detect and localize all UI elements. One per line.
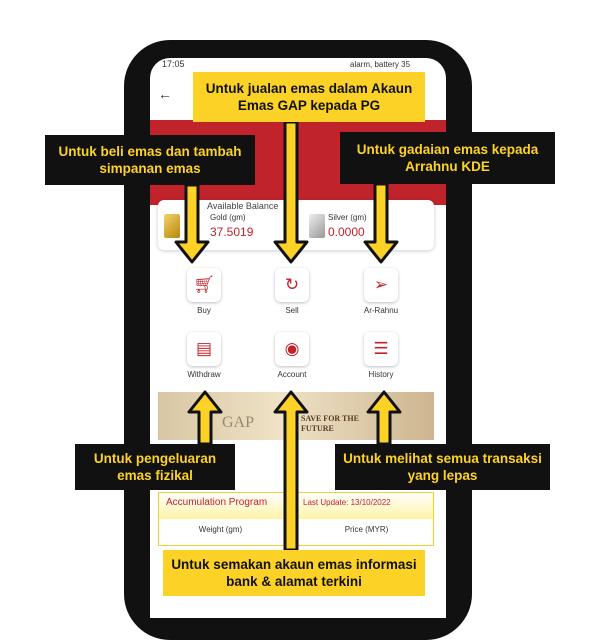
arrow-up-withdraw xyxy=(187,390,223,446)
col-price: Price (MYR) xyxy=(344,525,389,534)
silver-bar-icon xyxy=(309,214,325,238)
callout-history: Untuk melihat semua transaksi yang lepas xyxy=(335,444,550,490)
banner-headline: SAVE FOR THE FUTURE xyxy=(301,414,359,433)
gold-value: 37.5019 xyxy=(210,225,254,239)
withdraw-button[interactable]: ▤ xyxy=(187,332,221,366)
callout-sell: Untuk jualan emas dalam Akaun Emas GAP k… xyxy=(193,72,425,122)
callout-account: Untuk semakan akaun emas informasi bank … xyxy=(163,550,425,596)
arrahnu-label: Ar-Rahnu xyxy=(363,306,399,315)
sell-label: Sell xyxy=(285,306,299,315)
silver-value: 0.0000 xyxy=(328,225,365,239)
arrahnu-button[interactable]: ➢ xyxy=(364,268,398,302)
program-updated: Last Update: 13/10/2022 xyxy=(303,498,391,507)
arrow-down-buy xyxy=(174,183,210,264)
arrow-down-sell xyxy=(273,120,309,264)
arrows-overlay xyxy=(174,120,402,552)
history-label: History xyxy=(368,370,394,379)
sell-button[interactable]: ↻ xyxy=(275,268,309,302)
callout-withdraw: Untuk pengeluaran emas fizikal xyxy=(75,444,235,490)
tray-icon: ▤ xyxy=(195,339,213,358)
arrow-down-arrahnu xyxy=(363,182,399,264)
history-button[interactable]: ☰ xyxy=(364,332,398,366)
status-time: 17:05 xyxy=(162,59,185,69)
back-icon[interactable]: ← xyxy=(158,86,172,102)
banner-logo: GAP xyxy=(222,414,255,431)
send-icon: ➢ xyxy=(373,275,389,294)
cart-icon: 🛒︎ xyxy=(193,275,215,294)
arrow-up-account xyxy=(273,390,309,552)
account-button[interactable]: ◉ xyxy=(275,332,309,366)
program-title: Accumulation Program xyxy=(166,497,268,508)
callout-arrahnu: Untuk gadaian emas kepada Arrahnu KDE xyxy=(340,132,555,184)
buy-button[interactable]: 🛒︎ xyxy=(187,268,221,302)
withdraw-label: Withdraw xyxy=(187,370,221,379)
user-icon: ◉ xyxy=(284,339,300,358)
balance-title: Available Balance xyxy=(207,201,279,211)
gold-label: Gold (gm) xyxy=(210,213,246,222)
arrow-up-history xyxy=(366,390,402,446)
account-label: Account xyxy=(277,370,307,379)
col-weight: Weight (gm) xyxy=(198,525,243,534)
status-icons: alarm, battery 35 xyxy=(350,60,411,69)
callout-buy: Untuk beli emas dan tambah simpanan emas xyxy=(45,135,255,185)
silver-label: Silver (gm) xyxy=(328,213,367,222)
gold-bar-icon xyxy=(164,214,180,238)
refresh-icon: ↻ xyxy=(284,275,300,294)
document-icon: ☰ xyxy=(373,339,389,358)
buy-label: Buy xyxy=(197,306,211,315)
